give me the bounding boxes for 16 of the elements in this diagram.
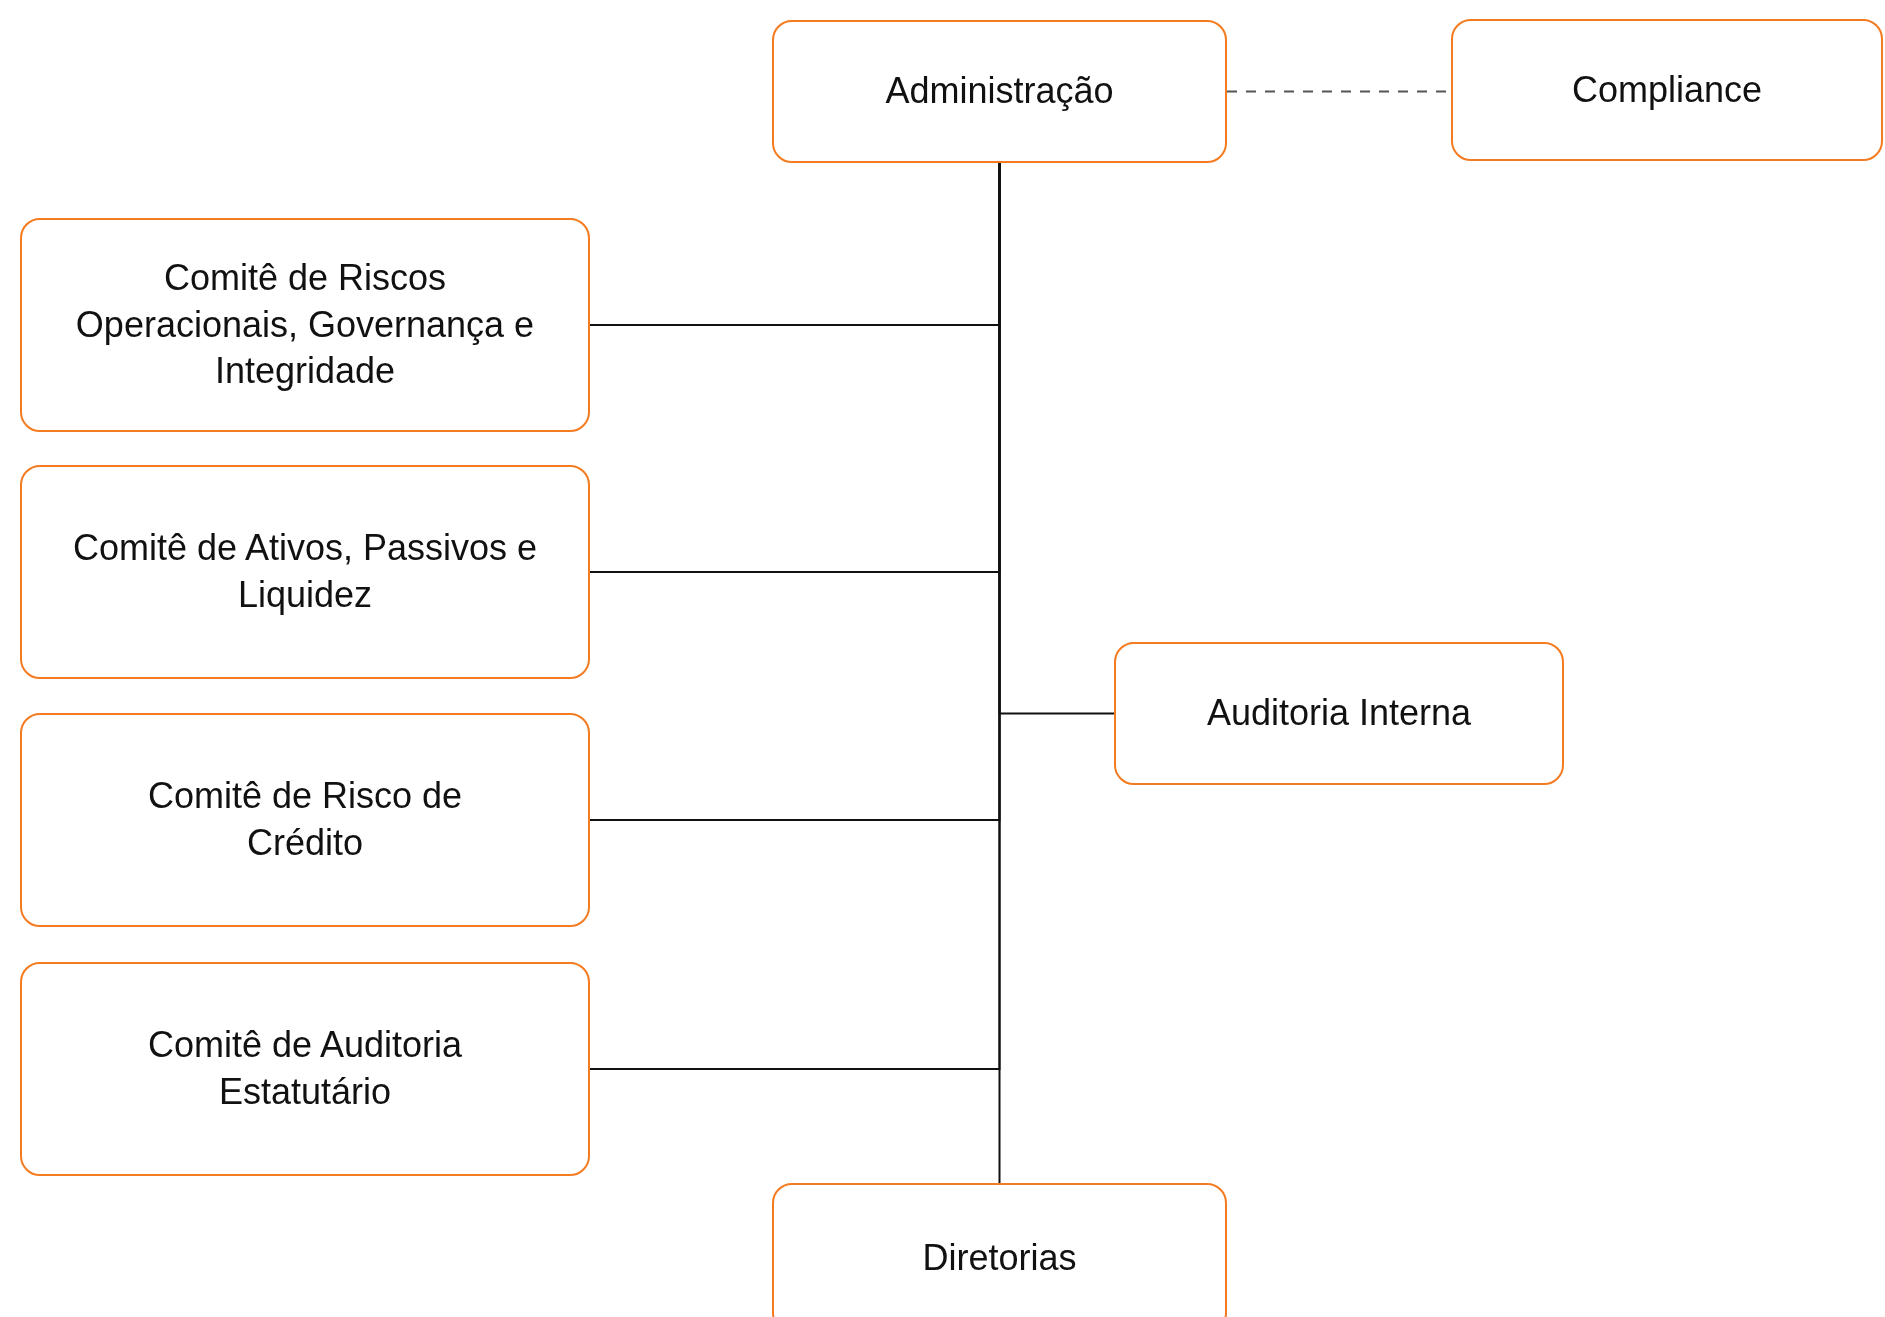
box-label: Comitê de Ativos, Passivos e Liquidez bbox=[71, 526, 539, 617]
org-box bbox=[20, 962, 590, 1176]
box-label: Compliance bbox=[1571, 67, 1763, 112]
box-label: Diretorias bbox=[922, 1235, 1077, 1280]
box-label: Comitê de Auditoria Estatutário bbox=[146, 1023, 464, 1114]
box-label: Administração bbox=[885, 69, 1114, 114]
org-box bbox=[772, 1183, 1227, 1317]
box-label: Auditoria Interna bbox=[1206, 691, 1472, 736]
org-box bbox=[1114, 642, 1564, 785]
box-label: Comitê de Risco de Crédito bbox=[146, 774, 464, 865]
box-label: Comitê de Riscos Operacionais, Governança e Integridade bbox=[74, 255, 536, 394]
org-box bbox=[20, 713, 590, 927]
org-box bbox=[772, 20, 1227, 163]
org-box bbox=[20, 465, 590, 679]
org-box bbox=[1451, 19, 1883, 161]
org-box bbox=[20, 218, 590, 432]
